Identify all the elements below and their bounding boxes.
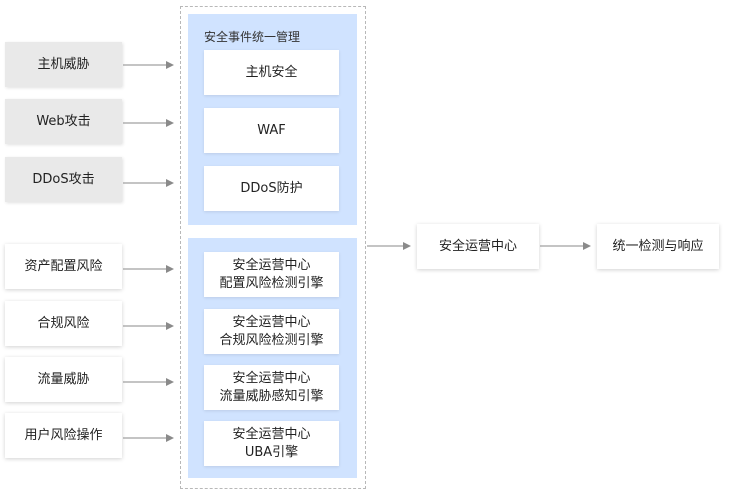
ddos-protection-box: DDoS防护 [204, 166, 339, 211]
compliance-risk-engine-box: 安全运营中心 合规风险检测引擎 [204, 309, 339, 354]
processing-container [180, 6, 366, 489]
engine-line2: 流量威胁感知引擎 [219, 388, 324, 404]
engine-line1: 安全运营中心 [232, 370, 311, 386]
source-compliance-risk: 合规风险 [5, 301, 122, 346]
config-risk-engine-box: 安全运营中心 配置风险检测引擎 [204, 252, 339, 297]
traffic-threat-engine-box: 安全运营中心 流量威胁感知引擎 [204, 365, 339, 410]
uba-engine-box: 安全运营中心 UBA引擎 [204, 421, 339, 466]
security-operations-center-box: 安全运营中心 [417, 224, 539, 269]
unified-detection-response-box: 统一检测与响应 [597, 224, 719, 269]
engine-line2: 合规风险检测引擎 [219, 332, 324, 348]
engine-line1: 安全运营中心 [232, 426, 311, 442]
host-security-box: 主机安全 [204, 50, 339, 95]
source-host-threat: 主机威胁 [5, 42, 122, 87]
source-traffic-threat: 流量威胁 [5, 357, 122, 402]
source-user-risk-operation: 用户风险操作 [5, 413, 122, 458]
source-web-attack: Web攻击 [5, 99, 122, 144]
source-asset-config-risk: 资产配置风险 [5, 244, 122, 289]
engine-line2: 配置风险检测引擎 [219, 275, 324, 291]
engine-line1: 安全运营中心 [232, 257, 311, 273]
security-event-panel-title: 安全事件统一管理 [204, 30, 301, 44]
engine-line2: UBA引擎 [244, 444, 299, 460]
waf-box: WAF [204, 108, 339, 153]
source-ddos-attack: DDoS攻击 [5, 157, 122, 202]
engine-line1: 安全运营中心 [232, 314, 311, 330]
